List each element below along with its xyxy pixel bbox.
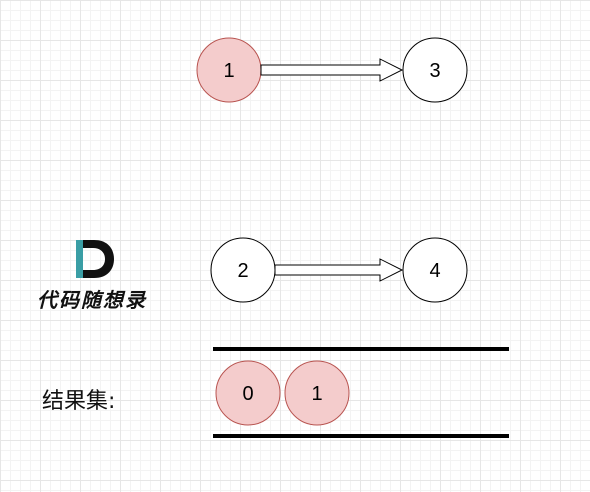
result-item-1-label: 1 (311, 383, 322, 405)
logo: 代码随想录 (22, 236, 162, 314)
result-item-1: 1 (284, 360, 350, 426)
logo-d-icon (76, 240, 114, 278)
node-4-label: 4 (429, 260, 440, 282)
logo-text: 代码随想录 (37, 288, 147, 312)
edge-2-to-4 (274, 258, 404, 282)
node-2-label: 2 (237, 260, 248, 282)
result-item-0: 0 (215, 360, 281, 426)
node-1-label: 1 (223, 60, 234, 82)
node-4: 4 (402, 237, 468, 303)
result-set-label: 结果集: (42, 389, 116, 414)
edge-1-to-3 (260, 58, 404, 82)
node-3-label: 3 (429, 60, 440, 82)
node-1: 1 (196, 37, 262, 103)
result-item-0-label: 0 (242, 383, 253, 405)
node-2: 2 (210, 237, 276, 303)
node-3: 3 (402, 37, 468, 103)
